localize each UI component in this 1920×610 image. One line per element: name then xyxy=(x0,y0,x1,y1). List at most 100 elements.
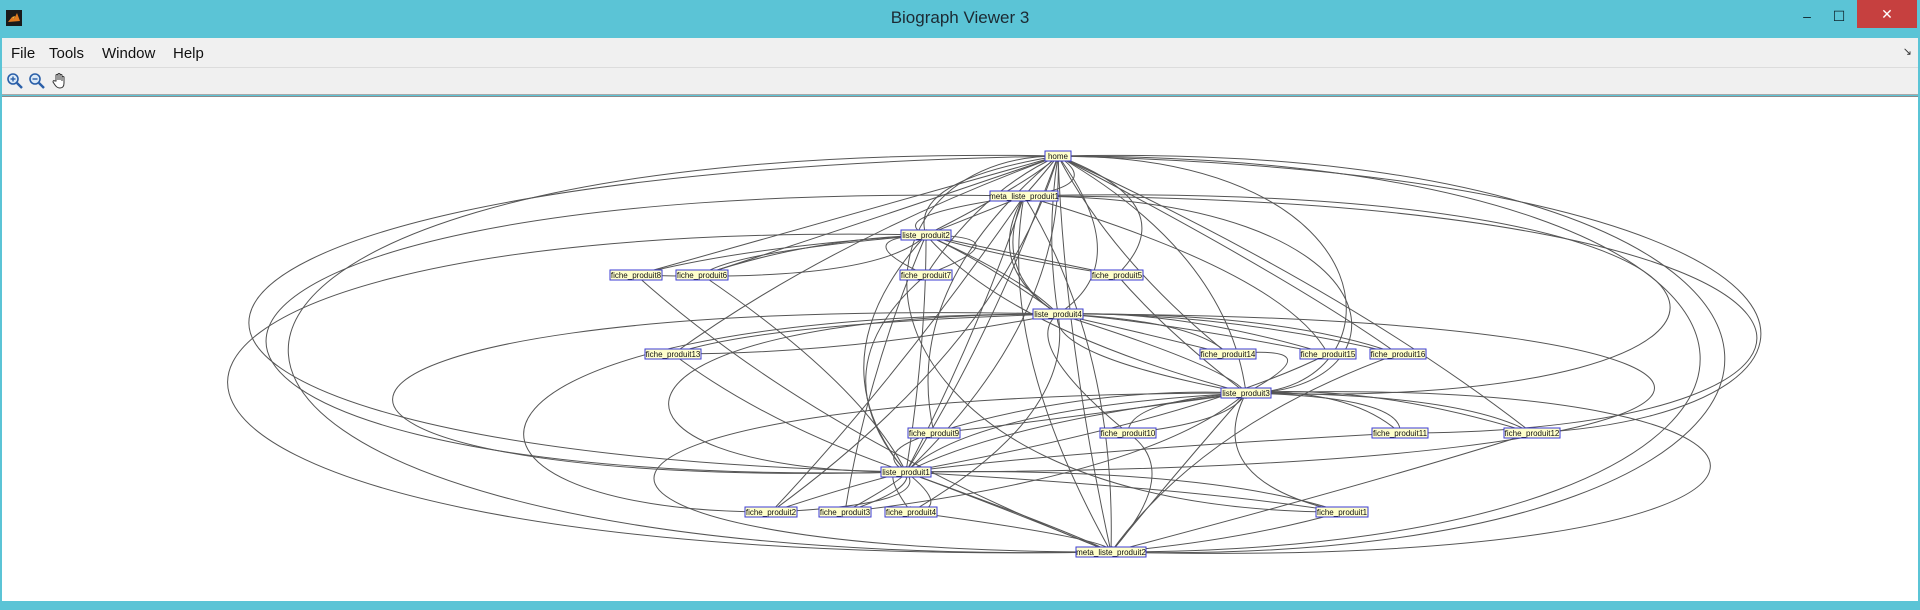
edge-liste_produit1-to-liste_produit3 xyxy=(905,390,1247,473)
edge-fiche_produit16-to-meta_liste_produit2 xyxy=(1110,353,1399,553)
graph-node-liste_produit1[interactable]: liste_produit1 xyxy=(880,466,932,478)
graph-node-label: liste_produit1 xyxy=(882,468,930,477)
edge-fiche_produit1-to-meta_liste_produit2 xyxy=(1110,511,1343,555)
menu-file[interactable]: File xyxy=(11,45,36,62)
graph-node-fiche_produit2[interactable]: fiche_produit2 xyxy=(744,506,798,518)
edge-meta_liste_produit2-to-meta_liste_produit1 xyxy=(1023,195,1112,553)
graph-node-label: fiche_produit15 xyxy=(1301,350,1356,359)
menu-help[interactable]: Help xyxy=(173,45,204,62)
graph-node-fiche_produit15[interactable]: fiche_produit15 xyxy=(1299,348,1357,360)
edge-fiche_produit1-to-liste_produit1 xyxy=(905,469,1343,513)
graph-node-fiche_produit3[interactable]: fiche_produit3 xyxy=(818,506,872,518)
graph-node-fiche_produit4[interactable]: fiche_produit4 xyxy=(884,506,938,518)
graph-node-fiche_produit10[interactable]: fiche_produit10 xyxy=(1099,427,1157,439)
edges-layer xyxy=(227,153,1762,556)
graph-node-label: liste_produit3 xyxy=(1222,389,1270,398)
edge-fiche_produit8-to-home xyxy=(635,154,1059,276)
edge-fiche_produit12-to-home xyxy=(1057,155,1533,434)
edge-home-to-liste_produit2 xyxy=(921,155,1059,236)
edge-fiche_produit13-to-home xyxy=(672,154,1059,355)
edge-liste_produit1-to-liste_produit2 xyxy=(863,234,927,473)
graph-node-fiche_produit14[interactable]: fiche_produit14 xyxy=(1199,348,1257,360)
edge-fiche_produit13-to-liste_produit1 xyxy=(672,353,907,474)
edge-outer-loop xyxy=(287,154,1112,556)
graph-node-fiche_produit8[interactable]: fiche_produit8 xyxy=(609,269,663,281)
edge-meta_liste_produit2-to-liste_produit1 xyxy=(905,470,1112,553)
menu-tools[interactable]: Tools xyxy=(49,45,85,62)
edge-liste_produit4-to-fiche_produit13 xyxy=(672,313,1059,358)
minimize-icon: – xyxy=(1803,8,1811,24)
graph-node-meta_liste_produit1[interactable]: meta_liste_produit1 xyxy=(989,190,1059,202)
graph-node-fiche_produit9[interactable]: fiche_produit9 xyxy=(907,427,961,439)
graph-node-liste_produit4[interactable]: liste_produit4 xyxy=(1032,308,1084,320)
edge-home-to-liste_produit4 xyxy=(1051,155,1061,315)
edge-fiche_produit2-to-liste_produit1 xyxy=(770,470,907,513)
graph-node-fiche_produit13[interactable]: fiche_produit13 xyxy=(644,348,702,360)
edge-meta_liste_produit1-to-liste_produit4 xyxy=(1008,195,1059,315)
edge-liste_produit1-to-fiche_produit2 xyxy=(770,471,911,515)
graph-node-label: fiche_produit8 xyxy=(611,271,662,280)
graph-node-label: fiche_produit9 xyxy=(909,429,960,438)
graph-node-liste_produit3[interactable]: liste_produit3 xyxy=(1220,387,1272,399)
edge-outer-loop xyxy=(227,233,1112,556)
zoom-in-icon[interactable] xyxy=(5,71,25,91)
edge-fiche_produit4-to-meta_liste_produit2 xyxy=(910,511,1117,553)
graph-node-fiche_produit5[interactable]: fiche_produit5 xyxy=(1090,269,1144,281)
edge-meta_liste_produit2-to-liste_produit3 xyxy=(1110,392,1247,553)
graph-node-fiche_produit7[interactable]: fiche_produit7 xyxy=(899,269,953,281)
edge-liste_produit4-to-meta_liste_produit1 xyxy=(1012,195,1059,315)
edge-fiche_produit12-to-meta_liste_produit2 xyxy=(1110,432,1533,554)
graph-node-label: fiche_produit7 xyxy=(901,271,952,280)
graph-node-label: home xyxy=(1048,152,1069,161)
graph-node-fiche_produit6[interactable]: fiche_produit6 xyxy=(675,269,729,281)
edge-outer-loop xyxy=(392,312,1059,476)
edge-fiche_produit16-to-liste_produit4 xyxy=(1057,310,1399,355)
edge-fiche_produit2-to-home xyxy=(770,155,1060,513)
pan-hand-icon[interactable] xyxy=(50,71,70,91)
edge-outer-loop xyxy=(248,153,1059,473)
nodes-layer: home meta_liste_produit1 liste_produit2fic… xyxy=(609,150,1561,558)
edge-liste_produit2-to-fiche_produit6 xyxy=(701,234,927,276)
edge-fiche_produit9-to-home xyxy=(927,155,1059,434)
edge-outer-loop xyxy=(1057,153,1762,434)
edge-fiche_produit14-to-home xyxy=(1057,155,1229,355)
close-button[interactable]: ✕ xyxy=(1857,0,1917,28)
graph-node-label: fiche_produit6 xyxy=(677,271,728,280)
edge-home-to-liste_produit3 xyxy=(1057,155,1347,396)
edge-fiche_produit5-to-liste_produit2 xyxy=(925,233,1118,276)
edge-fiche_produit6-to-liste_produit1 xyxy=(701,274,907,473)
edge-fiche_produit6-to-home xyxy=(701,154,1059,276)
edge-fiche_produit9-to-liste_produit1 xyxy=(893,432,935,473)
matlab-app-icon xyxy=(6,10,22,26)
graph-node-label: fiche_produit12 xyxy=(1505,429,1560,438)
dock-arrow-icon[interactable]: ↘ xyxy=(1902,46,1912,58)
edge-liste_produit4-to-home xyxy=(1057,155,1098,315)
edge-liste_produit3-to-fiche_produit12 xyxy=(1245,392,1533,434)
graph-node-home[interactable]: home xyxy=(1044,150,1072,162)
menu-window[interactable]: Window xyxy=(102,45,156,62)
graph-node-label: fiche_produit14 xyxy=(1201,350,1256,359)
edge-fiche_produit10-to-liste_produit4 xyxy=(1047,313,1129,434)
window-title: Biograph Viewer 3 xyxy=(890,8,1030,27)
edge-fiche_produit8-to-liste_produit2 xyxy=(635,232,927,276)
maximize-button[interactable]: ☐ xyxy=(1822,0,1856,32)
graph-node-fiche_produit11[interactable]: fiche_produit11 xyxy=(1371,427,1429,439)
maximize-icon: ☐ xyxy=(1832,7,1846,24)
graph-node-label: fiche_produit4 xyxy=(886,508,937,517)
edge-fiche_produit5-to-liste_produit3 xyxy=(1116,274,1247,394)
edge-liste_produit4-to-liste_produit3 xyxy=(1057,313,1247,394)
graph-node-label: fiche_produit3 xyxy=(820,508,871,517)
graph-node-label: fiche_produit5 xyxy=(1092,271,1143,280)
edge-home-to-meta_liste_produit2 xyxy=(1057,155,1113,553)
graph-node-fiche_produit16[interactable]: fiche_produit16 xyxy=(1369,348,1427,360)
graph-node-fiche_produit12[interactable]: fiche_produit12 xyxy=(1503,427,1561,439)
edge-fiche_produit4-to-liste_produit4 xyxy=(910,313,1062,513)
graph-node-fiche_produit1[interactable]: fiche_produit1 xyxy=(1315,506,1369,518)
graph-node-meta_liste_produit2[interactable]: meta_liste_produit2 xyxy=(1075,546,1147,558)
minimize-button[interactable]: – xyxy=(1790,0,1824,32)
title-bar[interactable]: Biograph Viewer 3 – ☐ ✕ xyxy=(0,0,1920,38)
zoom-out-icon[interactable] xyxy=(27,71,47,91)
edge-fiche_produit7-to-home xyxy=(925,155,1059,276)
graph-node-liste_produit2[interactable]: liste_produit2 xyxy=(900,229,952,241)
